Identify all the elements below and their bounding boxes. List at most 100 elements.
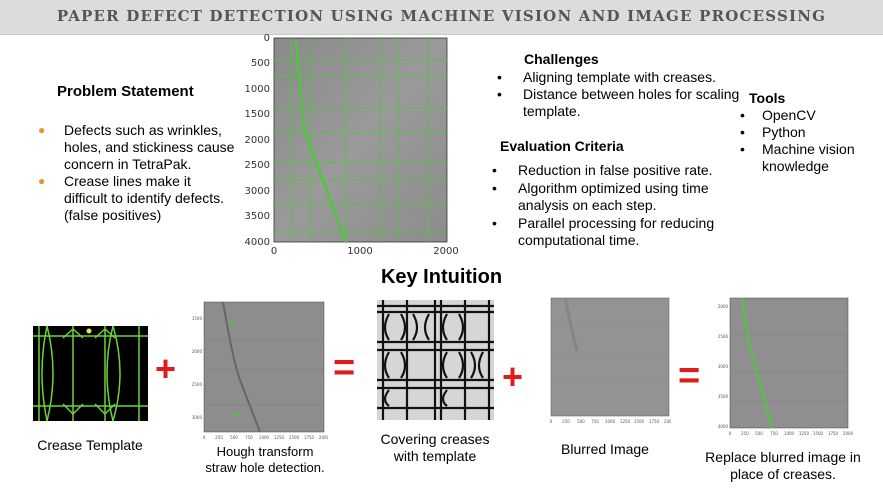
svg-text:2000: 2000 bbox=[319, 435, 328, 440]
bullet-icon: • bbox=[492, 162, 497, 178]
bullet-icon: • bbox=[497, 69, 502, 85]
svg-text:0: 0 bbox=[550, 419, 553, 424]
svg-text:1000: 1000 bbox=[784, 431, 795, 436]
svg-text:250: 250 bbox=[215, 435, 223, 440]
list-item: •Machine vision knowledge bbox=[740, 141, 855, 174]
svg-text:0: 0 bbox=[729, 431, 732, 436]
caption-blurred-image: Blurred Image bbox=[561, 441, 649, 457]
svg-text:1750: 1750 bbox=[649, 419, 660, 424]
svg-text:1500: 1500 bbox=[289, 435, 300, 440]
svg-text:3000: 3000 bbox=[245, 186, 270, 197]
list-item: •Reduction in false positive rate. bbox=[492, 162, 713, 178]
list-item: •Distance between holes for scaling temp… bbox=[497, 86, 740, 119]
svg-text:3500: 3500 bbox=[718, 394, 729, 399]
svg-text:750: 750 bbox=[770, 431, 778, 436]
svg-text:1500: 1500 bbox=[813, 431, 824, 436]
bullet-icon: • bbox=[492, 215, 497, 231]
svg-text:3500: 3500 bbox=[245, 211, 270, 222]
bullet-icon: ● bbox=[38, 174, 46, 188]
bullet-icon: • bbox=[497, 86, 502, 102]
svg-text:3000: 3000 bbox=[192, 415, 203, 420]
svg-text:1750: 1750 bbox=[304, 435, 315, 440]
svg-text:0: 0 bbox=[203, 435, 206, 440]
svg-text:2500: 2500 bbox=[192, 382, 203, 387]
blurred-x-ticks: 0 250 500 750 1000 1250 1500 1750 2000 bbox=[550, 419, 671, 424]
svg-text:0: 0 bbox=[271, 246, 277, 257]
svg-text:2000: 2000 bbox=[843, 431, 854, 436]
caption-replace-blurred: Replace blurred image in place of crease… bbox=[705, 449, 861, 482]
plus-icon: + bbox=[502, 356, 524, 397]
challenges-list: •Aligning template with creases. •Distan… bbox=[497, 69, 747, 120]
svg-text:250: 250 bbox=[562, 419, 570, 424]
hough-y-ticks: 1500 2000 2500 3000 bbox=[192, 316, 203, 420]
caption-covering-creases: Covering creases with template bbox=[380, 431, 490, 464]
hough-x-ticks: 0 250 500 750 1000 1250 1500 1750 2000 bbox=[203, 435, 328, 440]
list-item: •Aligning template with creases. bbox=[497, 69, 716, 85]
crease-template-image bbox=[33, 326, 148, 421]
plot-image bbox=[273, 37, 448, 243]
detected-crease-lines bbox=[274, 38, 447, 242]
svg-text:1500: 1500 bbox=[192, 316, 203, 321]
crease-detection-plot: 0 500 1000 1500 2000 2500 3000 3500 4000… bbox=[245, 33, 459, 257]
svg-text:1250: 1250 bbox=[274, 435, 285, 440]
svg-text:1250: 1250 bbox=[620, 419, 631, 424]
list-item: •Algorithm optimized using time analysis… bbox=[492, 180, 709, 213]
svg-text:3000: 3000 bbox=[718, 364, 729, 369]
list-item: •Python bbox=[740, 124, 806, 140]
problem-statement-heading: Problem Statement bbox=[57, 83, 194, 100]
svg-text:1500: 1500 bbox=[245, 109, 270, 120]
svg-text:750: 750 bbox=[591, 419, 599, 424]
final-x-ticks: 0 250 500 750 1000 1250 1500 1750 2000 bbox=[729, 431, 854, 436]
svg-text:250: 250 bbox=[741, 431, 749, 436]
svg-text:2000: 2000 bbox=[245, 135, 270, 146]
svg-text:1000: 1000 bbox=[259, 435, 270, 440]
svg-text:1250: 1250 bbox=[799, 431, 810, 436]
list-item: •Parallel processing for reducing comput… bbox=[492, 215, 715, 248]
page-title: PAPER DEFECT DETECTION USING MACHINE VIS… bbox=[56, 7, 827, 25]
svg-text:500: 500 bbox=[577, 419, 585, 424]
equals-icon: = bbox=[678, 355, 701, 397]
title-banner: PAPER DEFECT DETECTION USING MACHINE VIS… bbox=[0, 0, 883, 35]
svg-text:2500: 2500 bbox=[245, 160, 270, 171]
svg-text:1000: 1000 bbox=[605, 419, 616, 424]
list-item: ●Crease lines make it difficult to ident… bbox=[38, 173, 225, 223]
final-y-ticks: 2000 2500 3000 3500 4000 bbox=[718, 304, 729, 429]
x-axis-ticks: 0 1000 2000 bbox=[271, 246, 459, 257]
svg-text:2000: 2000 bbox=[433, 246, 458, 257]
tools-list: •OpenCV •Python •Machine vision knowledg… bbox=[740, 107, 860, 175]
y-axis-ticks: 0 500 1000 1500 2000 2500 3000 3500 4000 bbox=[245, 33, 270, 248]
list-item: •OpenCV bbox=[740, 107, 816, 123]
svg-text:500: 500 bbox=[251, 58, 270, 69]
bullet-icon: • bbox=[740, 141, 745, 157]
equals-icon: = bbox=[333, 347, 356, 389]
svg-text:1750: 1750 bbox=[828, 431, 839, 436]
diagonal-crease-line bbox=[294, 39, 348, 243]
svg-text:2000: 2000 bbox=[192, 349, 203, 354]
covered-creases-image bbox=[377, 300, 494, 420]
svg-text:4000: 4000 bbox=[718, 424, 729, 429]
svg-text:500: 500 bbox=[230, 435, 238, 440]
svg-text:1000: 1000 bbox=[245, 84, 270, 95]
problem-statement-list: ●Defects such as wrinkles, holes, and st… bbox=[38, 122, 238, 224]
caption-crease-template: Crease Template bbox=[37, 437, 143, 453]
svg-text:0: 0 bbox=[264, 33, 270, 44]
bullet-icon: • bbox=[492, 180, 497, 196]
svg-text:2500: 2500 bbox=[718, 334, 729, 339]
svg-text:750: 750 bbox=[245, 435, 253, 440]
plus-icon: + bbox=[155, 348, 177, 389]
svg-text:500: 500 bbox=[755, 431, 763, 436]
svg-text:2000: 2000 bbox=[718, 304, 729, 309]
caption-hough-transform: Hough transform straw hole detection. bbox=[205, 444, 325, 475]
tools-heading: Tools bbox=[749, 90, 786, 106]
bullet-icon: • bbox=[740, 107, 745, 123]
blurred-image: 0 250 500 750 1000 1250 1500 1750 2000 bbox=[550, 297, 671, 424]
svg-text:1000: 1000 bbox=[347, 246, 372, 257]
key-intuition-heading: Key Intuition bbox=[380, 266, 503, 288]
evaluation-list: •Reduction in false positive rate. •Algo… bbox=[492, 162, 742, 249]
svg-text:1500: 1500 bbox=[634, 419, 645, 424]
list-item: ●Defects such as wrinkles, holes, and st… bbox=[38, 122, 235, 172]
svg-text:2000: 2000 bbox=[664, 419, 671, 424]
final-result-image: 2000 2500 3000 3500 4000 0 250 500 750 1… bbox=[718, 297, 854, 436]
hough-transform-image: 1500 2000 2500 3000 0 250 500 750 1000 1… bbox=[192, 301, 328, 440]
bullet-icon: • bbox=[740, 124, 745, 140]
